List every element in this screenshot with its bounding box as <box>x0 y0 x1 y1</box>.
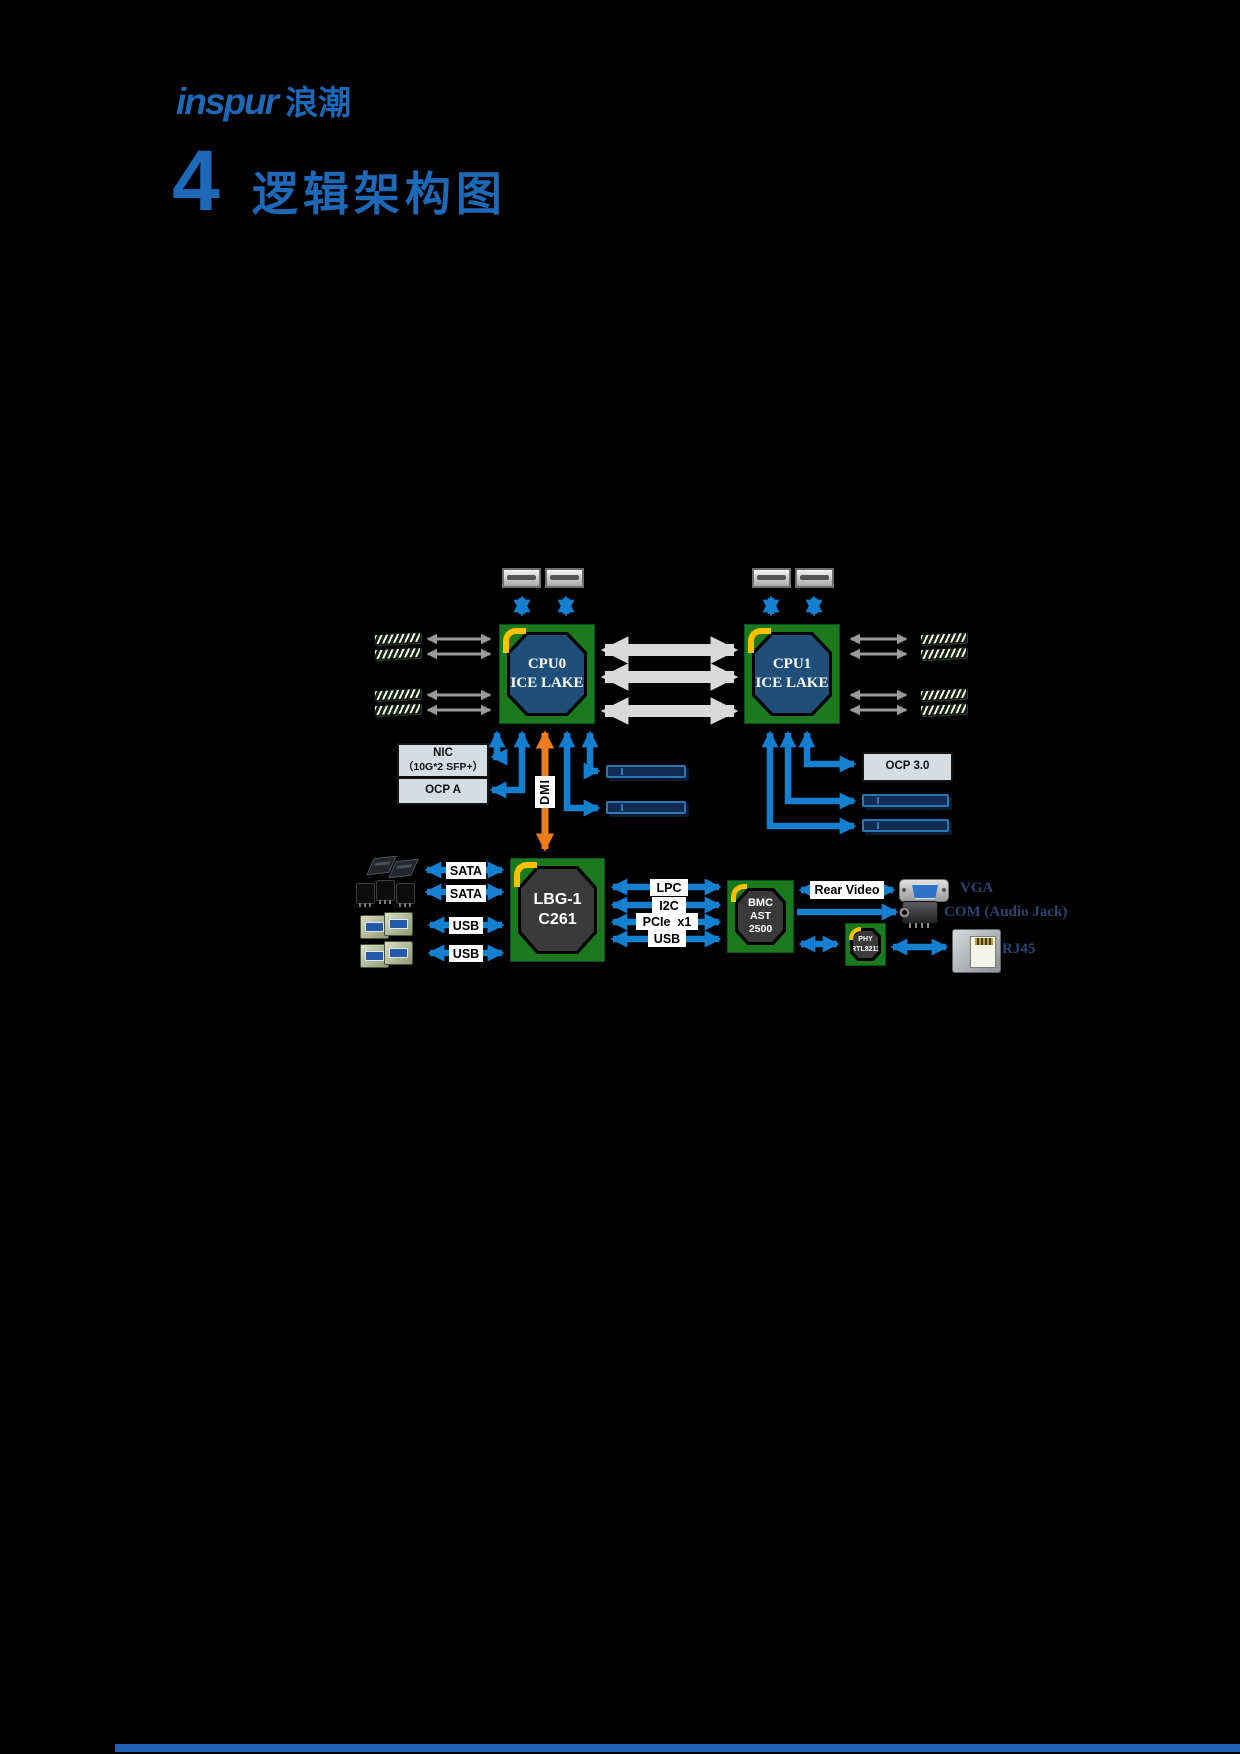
cpu-slot-arrows <box>513 595 823 617</box>
nic-line2: （10G*2 SFP+） <box>402 761 484 774</box>
sata-connector-icons <box>356 880 420 908</box>
chapter-number: 4 <box>172 133 220 229</box>
rj45-label: RJ45 <box>1002 941 1036 957</box>
pcie-slot <box>606 801 686 814</box>
sata-disk-icons <box>366 853 424 879</box>
ocp-30-box: OCP 3.0 <box>862 752 953 782</box>
cpu1-arch: ICE LAKE <box>755 675 829 691</box>
pcie-slot <box>862 819 949 832</box>
pin1-marker <box>748 628 771 653</box>
dmi-label: DMI <box>535 776 555 808</box>
usb-port-icons-2 <box>360 940 418 970</box>
connector-icon <box>396 883 415 907</box>
chipset-lbg1-c261: LBG-1 C261 <box>510 858 605 962</box>
rear-video-label: Rear Video <box>810 881 884 899</box>
pcie-slot <box>606 765 686 778</box>
cpu1-riser-slot-1 <box>752 568 791 588</box>
rj45-connector-icon <box>952 929 1001 973</box>
usb-port-icons-1 <box>360 912 418 940</box>
audio-jack-icon <box>899 901 938 928</box>
cpu0-name: CPU0 <box>527 656 567 673</box>
nic-box: NIC （10G*2 SFP+） <box>397 743 489 778</box>
pcie-slot <box>862 794 949 807</box>
ocp-a-box: OCP A <box>397 777 489 805</box>
dimm-module <box>374 631 421 646</box>
pin1-marker <box>849 927 861 940</box>
dimm-module <box>374 702 421 717</box>
cpu1-riser-slot-2 <box>795 568 834 588</box>
usb-label-2: USB <box>449 945 483 962</box>
connector-icon <box>376 880 395 904</box>
pin1-marker <box>514 862 537 887</box>
cpu0-riser-slot-1 <box>502 568 541 588</box>
pin1-marker <box>731 884 747 902</box>
bmc-name: BMC <box>747 896 774 909</box>
sata-label-2: SATA <box>446 885 486 902</box>
dimm-module <box>920 702 967 717</box>
usb-port-icon <box>384 912 413 936</box>
phy-rtl8211: PHY RTL8211 <box>845 923 886 966</box>
com-label: COM (Audio Jack) <box>944 904 1068 920</box>
usb-label-1: USB <box>449 917 483 934</box>
dimm-module <box>920 687 967 702</box>
connector-icon <box>356 883 375 907</box>
cpu0-chip: CPU0 ICE LAKE <box>499 624 595 724</box>
cpu1-chip: CPU1 ICE LAKE <box>744 624 840 724</box>
usb-label-3: USB <box>648 930 686 947</box>
logo-text-cn: 浪潮 <box>285 84 352 121</box>
dimm-module <box>920 646 967 661</box>
vga-connector-icon <box>899 879 949 902</box>
usb-port-icon <box>384 941 413 965</box>
cpu1-downlink-arrows <box>761 730 857 835</box>
cpu0-arch: ICE LAKE <box>510 675 584 691</box>
dimm-module <box>374 687 421 702</box>
vga-label: VGA <box>960 880 994 896</box>
cpu0-riser-slot-2 <box>545 568 584 588</box>
footer-rule <box>115 1744 1240 1752</box>
upi-link-arrows <box>600 636 739 725</box>
cpu1-name: CPU1 <box>772 656 812 673</box>
nic-line1: NIC <box>433 747 453 760</box>
dimm-module <box>920 631 967 646</box>
chapter-heading: 4 逻辑架构图 <box>172 138 507 224</box>
bmc-model: AST 2500 <box>748 910 773 936</box>
chipset-left-arrows <box>424 861 505 962</box>
phy-model: RTL8211 <box>851 945 880 953</box>
dimm-module <box>374 646 421 661</box>
chipset-name: LBG-1 <box>533 891 582 908</box>
sata-label-1: SATA <box>446 862 486 879</box>
logo-text-en: inspur <box>176 81 279 122</box>
inspur-logo: inspur 浪潮 <box>176 76 351 124</box>
pin1-marker <box>503 628 526 653</box>
pcie-x1-label: PCIe x1 <box>636 913 698 930</box>
bmc-ast2500: BMC AST 2500 <box>727 880 794 953</box>
chipset-model: C261 <box>538 911 577 928</box>
page-title: 逻辑架构图 <box>251 168 507 220</box>
i2c-label: I2C <box>652 897 686 914</box>
lpc-label: LPC <box>650 879 688 896</box>
phy-name: PHY <box>858 936 873 944</box>
